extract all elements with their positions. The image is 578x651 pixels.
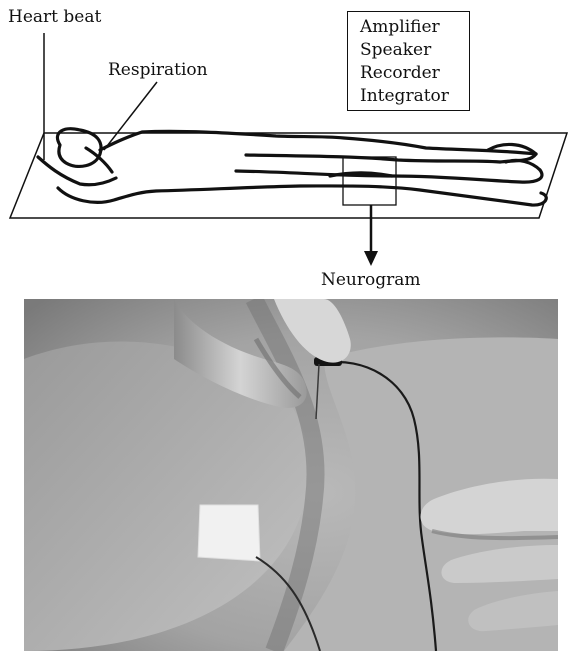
lying-person-outline <box>38 129 546 205</box>
neurogram-arrow-head <box>364 251 378 266</box>
heart-beat-label: Heart beat <box>8 9 101 26</box>
equipment-item-recorder: Recorder <box>360 62 469 85</box>
recording-site-box <box>343 157 396 205</box>
equipment-item-amplifier: Amplifier <box>360 16 469 39</box>
photo-canvas <box>24 299 558 651</box>
neurogram-label: Neurogram <box>321 272 421 289</box>
equipment-list-box: Amplifier Speaker Recorder Integrator <box>347 11 470 111</box>
equipment-item-integrator: Integrator <box>360 85 469 108</box>
equipment-item-speaker: Speaker <box>360 39 469 62</box>
electrode-pad <box>198 505 260 561</box>
bed-platform <box>10 133 567 218</box>
respiration-lead <box>104 82 157 150</box>
respiration-label: Respiration <box>108 62 208 79</box>
electrode-insertion-photo <box>24 299 558 651</box>
